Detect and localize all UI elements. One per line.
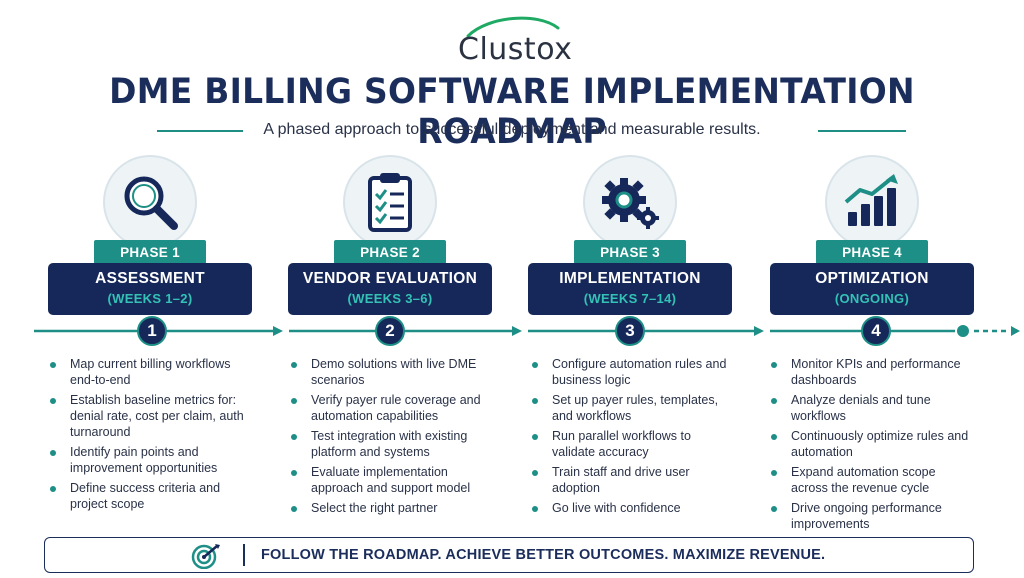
- phase-tag: PHASE 2: [334, 240, 446, 264]
- page-title: DME BILLING SOFTWARE IMPLEMENTATION ROAD…: [109, 72, 915, 152]
- list-item: Select the right partner: [289, 500, 489, 516]
- phase-number-4: 4: [861, 316, 891, 346]
- phase-duration: (WEEKS 3–6): [347, 291, 433, 306]
- phase-name: VENDOR EVALUATION: [302, 270, 478, 287]
- list-item: Configure automation rules and business …: [530, 356, 730, 388]
- phase-number-2: 2: [375, 316, 405, 346]
- phase-duration: (WEEKS 7–14): [583, 291, 677, 306]
- subtitle-rule-left: [157, 130, 243, 132]
- logo-swoosh-icon: [466, 16, 560, 38]
- list-item: Monitor KPIs and performance dashboards: [769, 356, 974, 388]
- phase-icon-circle: [583, 155, 677, 249]
- phase-tag: PHASE 1: [94, 240, 206, 264]
- phase-2-tasks: Demo solutions with live DME scenarios V…: [289, 356, 489, 520]
- subtitle-rule-right: [818, 130, 906, 132]
- target-icon: [191, 544, 220, 569]
- phase-number-3: 3: [615, 316, 645, 346]
- phase-card-3: PHASE 3 IMPLEMENTATION (WEEKS 7–14): [510, 155, 750, 325]
- list-item: Expand automation scope across the reven…: [769, 464, 974, 496]
- phase-duration: (ONGOING): [834, 291, 910, 306]
- phase-card-1: PHASE 1 ASSESSMENT (WEEKS 1–2): [30, 155, 270, 325]
- footer-tagline: FOLLOW THE ROADMAP. ACHIEVE BETTER OUTCO…: [261, 547, 826, 563]
- list-item: Identify pain points and improvement opp…: [48, 444, 248, 476]
- phase-card-4: PHASE 4 OPTIMIZATION (ONGOING): [752, 155, 992, 325]
- footer-divider: [243, 544, 245, 566]
- phase-tag: PHASE 3: [574, 240, 686, 264]
- phase-icon-circle: [103, 155, 197, 249]
- phase-header-box: VENDOR EVALUATION (WEEKS 3–6): [288, 263, 492, 315]
- list-item: Go live with confidence: [530, 500, 730, 516]
- phase-name: OPTIMIZATION: [815, 270, 929, 287]
- timeline: 1 2 3 4: [0, 316, 1024, 346]
- list-item: Define success criteria and project scop…: [48, 480, 248, 512]
- gears-icon: [602, 178, 659, 229]
- list-item: Evaluate implementation approach and sup…: [289, 464, 489, 496]
- list-item: Continuously optimize rules and automati…: [769, 428, 974, 460]
- list-item: Demo solutions with live DME scenarios: [289, 356, 489, 388]
- brand-logo: Clustox: [440, 14, 590, 67]
- list-item: Set up payer rules, templates, and workf…: [530, 392, 730, 424]
- logo-text: Clustox: [458, 32, 573, 67]
- phase-header-box: ASSESSMENT (WEEKS 1–2): [48, 263, 252, 315]
- growth-chart-icon: [844, 174, 898, 226]
- list-item: Establish baseline metrics for: denial r…: [48, 392, 248, 440]
- phase-header-box: OPTIMIZATION (ONGOING): [770, 263, 974, 315]
- list-item: Map current billing workflows end-to-end: [48, 356, 248, 388]
- phase-icon-circle: [343, 155, 437, 249]
- phase-duration: (WEEKS 1–2): [107, 291, 193, 306]
- page-subtitle: A phased approach to successful deployme…: [263, 121, 761, 138]
- list-item: Train staff and drive user adoption: [530, 464, 730, 496]
- list-item: Test integration with existing platform …: [289, 428, 489, 460]
- phase-4-tasks: Monitor KPIs and performance dashboards …: [769, 356, 974, 536]
- phase-3-tasks: Configure automation rules and business …: [530, 356, 730, 520]
- footer-banner: FOLLOW THE ROADMAP. ACHIEVE BETTER OUTCO…: [44, 537, 974, 573]
- clipboard-checklist-icon: [368, 173, 412, 232]
- phase-tag: PHASE 4: [816, 240, 928, 264]
- list-item: Run parallel workflows to validate accur…: [530, 428, 730, 460]
- phase-icon-circle: [825, 155, 919, 249]
- list-item: Verify payer rule coverage and automatio…: [289, 392, 489, 424]
- list-item: Drive ongoing performance improvements: [769, 500, 974, 532]
- phase-header-box: IMPLEMENTATION (WEEKS 7–14): [528, 263, 732, 315]
- phase-number-1: 1: [137, 316, 167, 346]
- phase-1-tasks: Map current billing workflows end-to-end…: [48, 356, 248, 516]
- phase-name: IMPLEMENTATION: [559, 270, 701, 287]
- magnifier-icon: [124, 176, 178, 230]
- phase-card-2: PHASE 2 VENDOR EVALUATION (WEEKS 3–6): [270, 155, 510, 325]
- list-item: Analyze denials and tune workflows: [769, 392, 974, 424]
- phase-name: ASSESSMENT: [95, 270, 205, 287]
